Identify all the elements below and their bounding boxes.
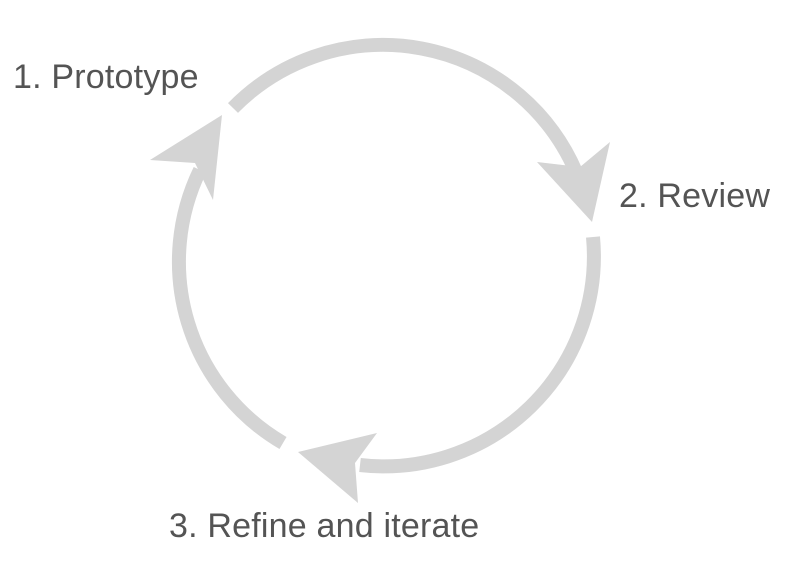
- step-label-prototype: 1. Prototype: [13, 58, 199, 96]
- arrow-review-to-refine: [359, 236, 601, 474]
- arrowhead-review-icon: [537, 142, 610, 222]
- step-label-refine-and-iterate: 3. Refine and iterate: [169, 507, 480, 545]
- arrow-prototype-to-review: [228, 37, 583, 175]
- arrow-refine-to-prototype: [171, 166, 287, 450]
- arrowhead-refine-icon: [298, 433, 377, 503]
- arrowhead-prototype-icon: [150, 115, 222, 200]
- step-label-review: 2. Review: [619, 177, 771, 215]
